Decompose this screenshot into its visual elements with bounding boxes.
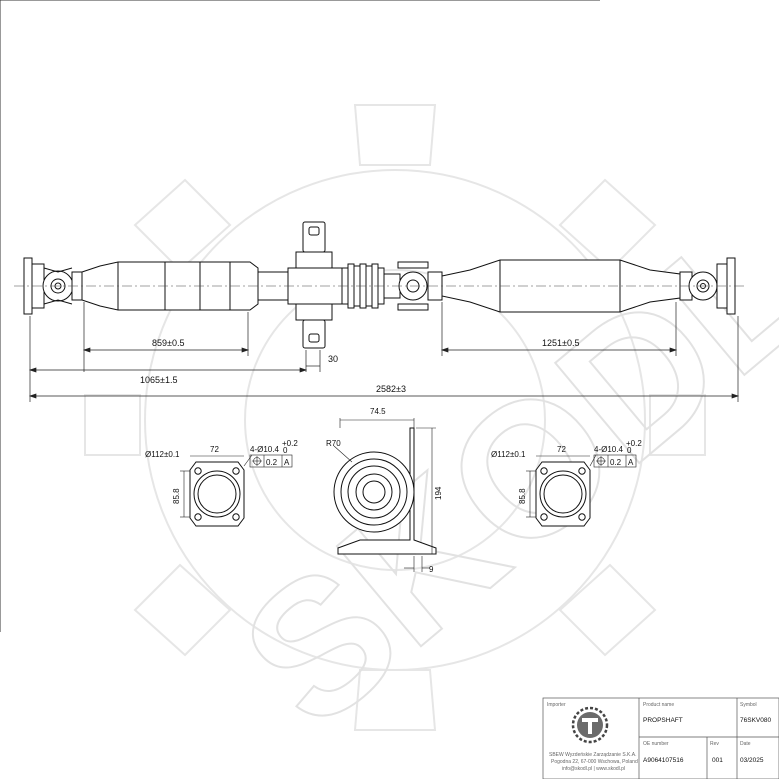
importer-logo (571, 706, 609, 744)
watermark-gear (84, 104, 706, 731)
date-value: 03/2025 (740, 757, 764, 764)
flange-left-tol-value: 0.2 (266, 458, 278, 467)
flange-right-tol-datum: A (628, 458, 634, 467)
flange-view-left: Ø112±0.1 72 4-Ø10.4 +0.2 0 0.2 A 85.8 (145, 439, 298, 527)
flange-right-holes-upper: +0.2 (626, 439, 642, 448)
flange-right-dia: Ø112±0.1 (491, 450, 526, 459)
product-label: Product name (643, 702, 674, 708)
flange-left-holes-lower: 0 (283, 446, 288, 455)
oe-label: OE number (643, 741, 669, 747)
flange-view-right: Ø112±0.1 72 4-Ø10.4 +0.2 0 0.2 A 85.8 (491, 439, 642, 527)
center-bearing-view: 74.5 R70 194 9 (326, 407, 443, 574)
bearing-dim-r70: R70 (326, 439, 341, 448)
flange-right-tol-value: 0.2 (610, 458, 622, 467)
flange-right-height: 85.8 (518, 488, 527, 504)
bearing-dim-194: 194 (434, 486, 443, 500)
flange-right-holes: 4-Ø10.4 (594, 445, 623, 454)
dimension-lines (28, 302, 740, 402)
product-value: PROPSHAFT (643, 717, 683, 724)
flange-left-height: 85.8 (172, 488, 181, 504)
importer-text-3: info@skodl.pl | www.skodl.pl (562, 766, 625, 772)
date-label: Date (740, 741, 751, 747)
propshaft-side-view (14, 221, 746, 349)
rev-value: 001 (712, 757, 723, 764)
importer-label: Importer (547, 702, 566, 708)
flange-left-holes: 4-Ø10.4 (250, 445, 279, 454)
dim-1065: 1065±1.5 (140, 375, 177, 385)
flange-right-width: 72 (557, 445, 566, 454)
left-tube (81, 261, 259, 311)
bearing-dim-74-5: 74.5 (370, 407, 386, 416)
symbol-label: Symbol (740, 702, 757, 708)
dim-859: 859±0.5 (152, 338, 184, 348)
dim-1251: 1251±0.5 (542, 338, 579, 348)
flange-left-holes-upper: +0.2 (282, 439, 298, 448)
oe-value: A9064107516 (643, 757, 684, 764)
rev-label: Rev (710, 741, 719, 747)
bearing-dim-9: 9 (429, 565, 434, 574)
symbol-value: 76SKV080 (740, 717, 771, 724)
dim-2582: 2582±3 (376, 384, 406, 394)
dim-30: 30 (328, 354, 338, 364)
importer-text-2: Pogodna 22, 67-000 Wschowa, Poland (551, 759, 638, 765)
title-block: Importer SBEW Wyzdeńskie Zarządzanie S.K… (542, 697, 779, 779)
importer-text-1: SBEW Wyzdeńskie Zarządzanie S.K.A. (549, 752, 637, 758)
flange-left-tol-datum: A (284, 458, 290, 467)
flange-left-width: 72 (210, 445, 219, 454)
flange-right-holes-lower: 0 (627, 446, 632, 455)
flange-left-dia: Ø112±0.1 (145, 450, 180, 459)
